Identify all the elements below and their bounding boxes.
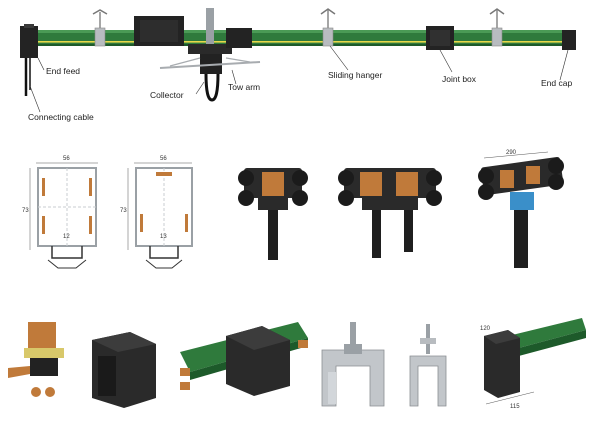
insulated-collector: 290 bbox=[478, 150, 564, 268]
assembled-busbar-system: End feed Connecting cable Collector Tow … bbox=[20, 8, 576, 122]
profile-a-cross-section: 56 73 12 bbox=[22, 156, 98, 269]
end-feed-box bbox=[20, 24, 38, 96]
label-end-feed: End feed bbox=[46, 66, 80, 76]
hanger-clamp bbox=[321, 322, 385, 407]
dim-profile-b-width: 56 bbox=[160, 156, 167, 162]
dim-endcap-width: 120 bbox=[480, 326, 491, 332]
label-sliding-hanger: Sliding hanger bbox=[328, 70, 383, 80]
joint-box-on-rail bbox=[180, 322, 308, 396]
end-cap-on-rail: 120 115 bbox=[480, 318, 586, 410]
left-sliding-hanger bbox=[92, 9, 108, 47]
label-joint-box: Joint box bbox=[442, 74, 477, 84]
collector-assembly bbox=[159, 8, 261, 102]
label-connecting-cable: Connecting cable bbox=[28, 112, 94, 122]
label-tow-arm: Tow arm bbox=[228, 82, 260, 92]
label-end-cap: End cap bbox=[541, 78, 572, 88]
joint-box bbox=[426, 26, 454, 50]
dim-profile-b-height: 73 bbox=[120, 208, 127, 214]
dim-profile-a-height: 73 bbox=[22, 208, 29, 214]
copper-terminal bbox=[8, 322, 64, 397]
dim-endcap-depth: 115 bbox=[510, 404, 520, 410]
right-sliding-hanger bbox=[489, 8, 505, 47]
dim-profile-a-width: 56 bbox=[63, 156, 70, 162]
end-cap bbox=[562, 30, 576, 50]
dim-collector-span: 290 bbox=[506, 150, 517, 156]
dim-profile-a-inner: 12 bbox=[63, 234, 70, 240]
profile-b-cross-section: 56 73 13 bbox=[120, 156, 193, 269]
middle-sliding-hanger bbox=[320, 8, 336, 47]
dim-profile-b-inner: 13 bbox=[160, 234, 167, 240]
joint-cover bbox=[92, 332, 156, 408]
label-collector: Collector bbox=[150, 90, 184, 100]
bolt-hanger bbox=[409, 324, 447, 407]
double-collector bbox=[338, 168, 442, 258]
single-collector bbox=[238, 168, 308, 260]
feed-housing bbox=[134, 16, 184, 46]
